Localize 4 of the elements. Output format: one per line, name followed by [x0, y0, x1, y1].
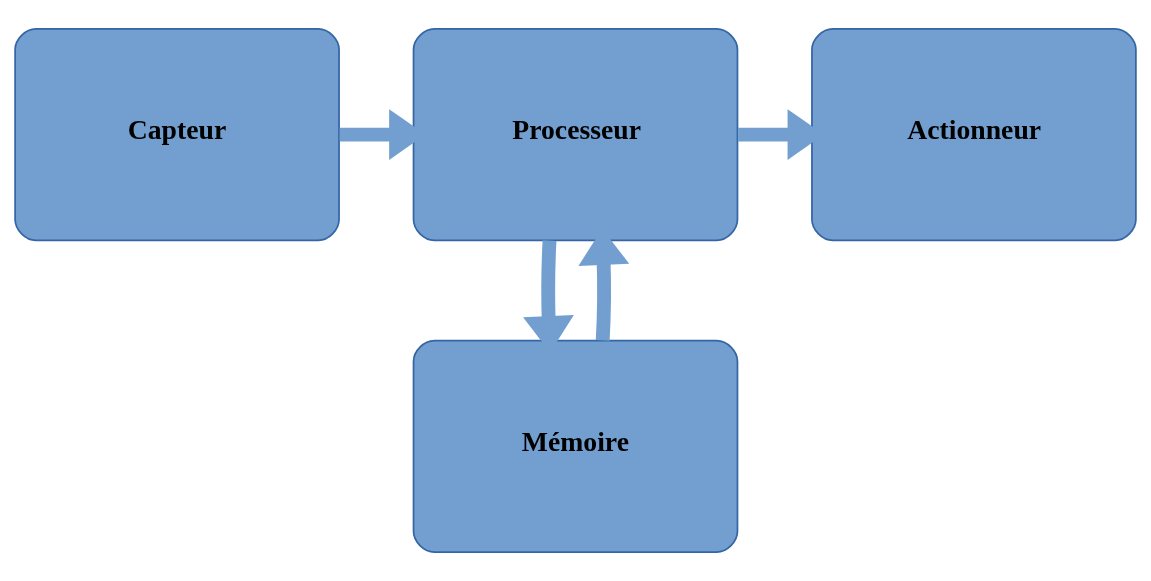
node-box: Processeur: [412, 28, 739, 242]
node-box: Mémoire: [412, 339, 739, 553]
node-box: Actionneur: [811, 28, 1137, 242]
node-box: Capteur: [14, 28, 340, 242]
